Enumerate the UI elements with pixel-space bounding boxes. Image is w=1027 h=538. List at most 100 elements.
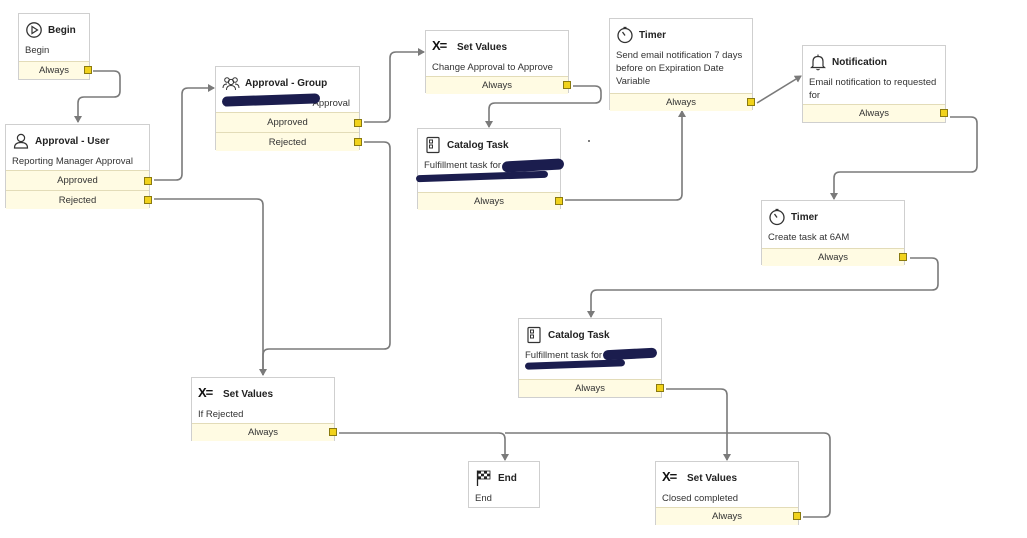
wire-timer-to-catalog-task xyxy=(587,257,939,318)
node-title: Catalog Task xyxy=(447,139,509,151)
play-circle-icon xyxy=(25,21,43,39)
outlet-label: Always xyxy=(711,511,743,522)
outlet-rejected[interactable]: Rejected xyxy=(216,132,362,151)
outlet-rejected[interactable]: Rejected xyxy=(6,190,152,209)
outlet-port[interactable] xyxy=(793,512,801,520)
outlet-port[interactable] xyxy=(563,81,571,89)
timer-icon xyxy=(768,208,786,226)
node-notification[interactable]: Notification Email notification to reque… xyxy=(802,45,948,123)
wire-timer-to-notification xyxy=(756,75,802,104)
outlet-always[interactable]: Always xyxy=(762,248,907,266)
node-set-values-closed[interactable]: X= Set Values Closed completed Always xyxy=(655,461,801,525)
outlet-approved[interactable]: Approved xyxy=(216,112,362,132)
wire-catalog-task-to-set-values-closed xyxy=(666,388,731,461)
node-description: Approval xyxy=(222,97,353,110)
outlet-port[interactable] xyxy=(84,66,92,74)
wire-approval-user-rejected-to-set-values xyxy=(154,198,267,376)
wire-approval-user-approved-to-approval-group xyxy=(154,84,215,181)
node-set-values-approve[interactable]: X= Set Values Change Approval to Approve… xyxy=(425,30,571,94)
node-description: Begin xyxy=(25,45,50,56)
outlet-label: Always xyxy=(858,108,890,119)
outlet-port[interactable] xyxy=(329,428,337,436)
catalog-task-icon xyxy=(525,326,543,344)
user-group-icon xyxy=(222,74,240,92)
outlet-approved[interactable]: Approved xyxy=(6,170,152,190)
set-values-icon: X= xyxy=(662,469,677,484)
outlet-port[interactable] xyxy=(899,253,907,261)
outlet-port[interactable] xyxy=(940,109,948,117)
outlet-port[interactable] xyxy=(555,197,563,205)
node-description: Fulfillment task for xyxy=(525,350,603,361)
redaction-mark xyxy=(415,170,549,183)
set-values-icon: X= xyxy=(432,38,447,53)
node-catalog-task-2[interactable]: Catalog Task Fulfillment task for Always xyxy=(518,318,664,398)
outlet-always[interactable]: Always xyxy=(803,104,948,122)
outlet-label: Rejected xyxy=(268,137,307,148)
node-description: Send email notification 7 days before on… xyxy=(616,50,743,87)
outlet-always[interactable]: Always xyxy=(426,76,571,94)
outlet-label: Always xyxy=(665,97,697,108)
node-description: Create task at 6AM xyxy=(768,232,850,243)
wire-catalog-task-to-timer xyxy=(565,110,686,201)
wire-approval-group-rejected-to-set-values xyxy=(262,141,391,375)
node-approval-user[interactable]: Approval - User Reporting Manager Approv… xyxy=(5,124,152,209)
node-title: Notification xyxy=(832,56,887,68)
node-title: Set Values xyxy=(457,41,508,53)
wire-set-values-rejected-to-end xyxy=(339,432,509,461)
node-title: End xyxy=(498,472,517,484)
node-description: Email notification to requested for xyxy=(809,77,937,101)
outlet-label: Always xyxy=(481,80,513,91)
user-icon xyxy=(12,132,30,150)
outlet-label: Rejected xyxy=(58,195,97,206)
outlet-always[interactable]: Always xyxy=(519,379,664,397)
outlet-label: Approved xyxy=(267,117,308,128)
node-title: Set Values xyxy=(223,388,274,400)
node-title: Approval - Group xyxy=(245,77,328,89)
node-title: Begin xyxy=(48,24,76,36)
bell-icon xyxy=(809,53,827,71)
outlet-always[interactable]: Always xyxy=(192,423,337,441)
outlet-label: Always xyxy=(817,252,849,263)
node-approval-group[interactable]: Approval - Group Approval Approved Rejec… xyxy=(215,66,362,151)
stray-dot xyxy=(588,140,590,142)
outlet-port[interactable] xyxy=(144,177,152,185)
outlet-port[interactable] xyxy=(144,196,152,204)
node-catalog-task-1[interactable]: Catalog Task Fulfillment task for Always xyxy=(415,128,565,210)
outlet-port[interactable] xyxy=(656,384,664,392)
node-description: Reporting Manager Approval xyxy=(12,156,133,167)
outlet-label: Approved xyxy=(57,175,98,186)
timer-icon xyxy=(616,26,634,44)
outlet-always[interactable]: Always xyxy=(418,192,563,210)
outlet-port[interactable] xyxy=(354,138,362,146)
outlet-always[interactable]: Always xyxy=(19,61,92,79)
catalog-task-icon xyxy=(424,136,442,154)
node-begin[interactable]: Begin Begin Always xyxy=(18,13,92,80)
outlet-label: Always xyxy=(38,65,70,76)
node-timer-2[interactable]: Timer Create task at 6AM Always xyxy=(761,200,907,266)
node-description-text: Approval xyxy=(312,98,351,109)
node-title: Timer xyxy=(791,211,819,223)
outlet-always[interactable]: Always xyxy=(656,507,801,525)
outlet-port[interactable] xyxy=(747,98,755,106)
node-description: If Rejected xyxy=(198,409,244,420)
node-description: Fulfillment task for xyxy=(424,160,502,171)
node-description: End xyxy=(475,493,492,504)
outlet-always[interactable]: Always xyxy=(610,93,755,111)
node-description: Closed completed xyxy=(662,493,739,504)
node-title: Approval - User xyxy=(35,135,110,147)
node-title: Timer xyxy=(639,29,667,41)
node-timer-1[interactable]: Timer Send email notification 7 days bef… xyxy=(609,18,755,111)
checkered-flag-icon xyxy=(475,469,493,487)
node-title: Catalog Task xyxy=(548,329,610,341)
wire-approval-group-approved-to-set-values xyxy=(364,48,425,123)
node-end[interactable]: End End xyxy=(468,461,540,508)
node-title: Set Values xyxy=(687,472,738,484)
outlet-label: Always xyxy=(574,383,606,394)
wire-notification-to-timer xyxy=(830,116,978,200)
node-set-values-rejected[interactable]: X= Set Values If Rejected Always xyxy=(191,377,337,441)
outlet-label: Always xyxy=(247,427,279,438)
outlet-label: Always xyxy=(473,196,505,207)
outlet-port[interactable] xyxy=(354,119,362,127)
set-values-icon: X= xyxy=(198,385,213,400)
